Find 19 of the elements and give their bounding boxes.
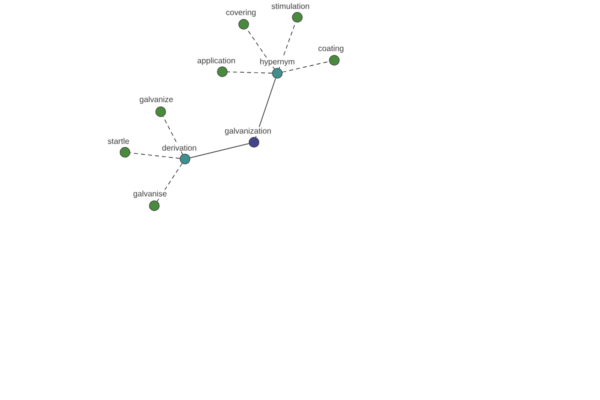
node-label: coating — [318, 45, 344, 53]
connector-line — [246, 28, 275, 70]
connector-line — [156, 163, 182, 202]
node-label: galvanise — [133, 190, 167, 198]
node-label: startle — [108, 138, 130, 144]
node-label: stimulation — [272, 3, 310, 9]
node-label: galvanize — [140, 96, 173, 104]
connector-line — [227, 72, 272, 74]
node-label: galvanization — [224, 128, 271, 136]
node-label: derivation — [162, 144, 196, 151]
node-label: covering — [226, 9, 256, 17]
connector-line — [162, 116, 183, 155]
node-label: hypernym — [260, 58, 294, 66]
connector-line — [278, 22, 296, 69]
connector-line — [255, 78, 276, 138]
node-label: application — [198, 57, 235, 65]
connector-line — [190, 143, 250, 158]
connector-line — [130, 152, 180, 159]
connector-line — [282, 61, 330, 72]
